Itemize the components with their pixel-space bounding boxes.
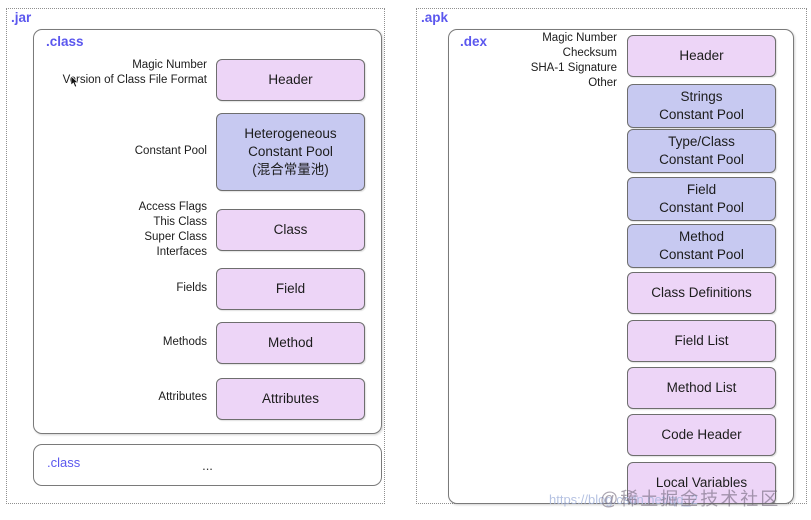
class-row-label-header: Magic Number Version of Class File Forma… bbox=[33, 58, 207, 88]
node-text: Method bbox=[678, 229, 725, 245]
label-line: Methods bbox=[162, 336, 207, 348]
dex-box-method-constant-pool: Method Constant Pool bbox=[627, 224, 776, 268]
node-text: (混合常量池) bbox=[252, 161, 329, 177]
label-line: Fields bbox=[176, 282, 207, 294]
dex-box-type-class-constant-pool: Type/Class Constant Pool bbox=[627, 129, 776, 173]
node-text: Code Header bbox=[661, 427, 742, 443]
class-more-ellipsis: ... bbox=[202, 457, 213, 473]
dex-box-header: Header bbox=[627, 35, 776, 77]
apk-panel-label: .apk bbox=[421, 10, 449, 25]
label-line: SHA-1 Signature bbox=[530, 62, 617, 74]
node-text: Type/Class bbox=[668, 134, 735, 150]
class-row-label-fields: Fields bbox=[33, 281, 207, 296]
node-text: Field bbox=[686, 182, 717, 198]
class-more-label: .class bbox=[47, 455, 81, 470]
jar-panel-label: .jar bbox=[11, 10, 32, 25]
node-text: Header bbox=[268, 72, 313, 88]
dex-box-local-variables: Local Variables bbox=[627, 462, 776, 504]
node-text: Strings bbox=[680, 89, 723, 105]
class-row-label-constant-pool: Constant Pool bbox=[33, 144, 207, 159]
node-text: Constant Pool bbox=[659, 152, 744, 167]
node-text: Class bbox=[273, 222, 308, 238]
label-line: This Class bbox=[153, 216, 207, 228]
watermark-community: @稀土掘金技术社区 bbox=[600, 489, 781, 509]
label-line: Magic Number bbox=[542, 32, 617, 44]
label-line: Magic Number bbox=[132, 59, 207, 71]
class-panel-label: .class bbox=[46, 34, 84, 49]
label-line: Checksum bbox=[562, 47, 617, 59]
node-text: Constant Pool bbox=[659, 247, 744, 262]
mouse-cursor-icon bbox=[70, 76, 79, 88]
dex-panel-label: .dex bbox=[460, 34, 488, 49]
dex-box-method-list: Method List bbox=[627, 367, 776, 409]
dex-box-class-definitions: Class Definitions bbox=[627, 272, 776, 314]
class-more-panel: .class ... bbox=[33, 444, 382, 486]
node-text: Field List bbox=[674, 333, 729, 349]
label-line: Attributes bbox=[158, 391, 207, 403]
label-line: Version of Class File Format bbox=[62, 74, 207, 86]
class-box-attributes: Attributes bbox=[216, 378, 365, 420]
class-row-label-attributes: Attributes bbox=[33, 390, 207, 405]
label-line: Other bbox=[588, 77, 617, 89]
node-text: Local Variables bbox=[655, 475, 748, 491]
label-line: Super Class bbox=[144, 231, 207, 243]
dex-box-field-list: Field List bbox=[627, 320, 776, 362]
watermark-url: https://blog.csdn.net/qq_2 bbox=[549, 492, 698, 507]
node-text: Constant Pool bbox=[248, 144, 333, 160]
class-box-header: Header bbox=[216, 59, 365, 101]
node-text: Heterogeneous bbox=[244, 126, 337, 142]
class-box-constant-pool: Heterogeneous Constant Pool (混合常量池) bbox=[216, 113, 365, 191]
dex-box-field-constant-pool: Field Constant Pool bbox=[627, 177, 776, 221]
label-line: Access Flags bbox=[138, 201, 207, 213]
label-line: Constant Pool bbox=[134, 145, 207, 157]
node-text: Method bbox=[267, 335, 314, 351]
dex-header-labels: Magic Number Checksum SHA-1 Signature Ot… bbox=[448, 31, 617, 91]
node-text: Header bbox=[679, 48, 724, 64]
dex-box-strings-constant-pool: Strings Constant Pool bbox=[627, 84, 776, 128]
dex-box-code-header: Code Header bbox=[627, 414, 776, 456]
class-box-field: Field bbox=[216, 268, 365, 310]
class-row-label-methods: Methods bbox=[33, 335, 207, 350]
node-text: Constant Pool bbox=[659, 107, 744, 122]
node-text: Field bbox=[275, 281, 306, 297]
class-box-class: Class bbox=[216, 209, 365, 251]
node-text: Constant Pool bbox=[659, 200, 744, 215]
node-text: Attributes bbox=[261, 391, 320, 407]
label-line: Interfaces bbox=[156, 246, 208, 258]
node-text: Method List bbox=[666, 380, 737, 396]
class-row-label-class: Access Flags This Class Super Class Inte… bbox=[33, 200, 207, 260]
node-text: Class Definitions bbox=[651, 285, 752, 301]
class-box-method: Method bbox=[216, 322, 365, 364]
